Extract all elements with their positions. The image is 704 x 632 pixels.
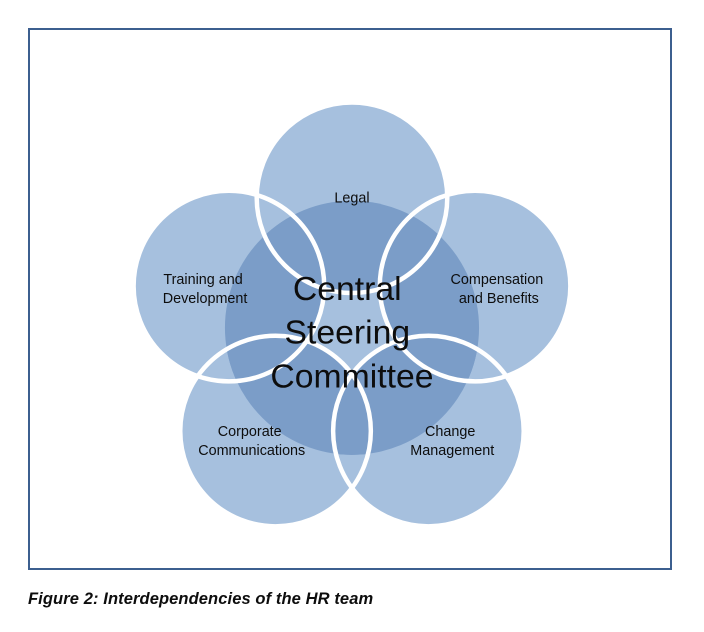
center-hub-label: Central Steering Committee bbox=[270, 270, 433, 395]
petal-label-corporate-communications-line-1: Corporate bbox=[218, 424, 282, 440]
petal-label-training-and-development-line-2: Development bbox=[163, 291, 248, 307]
petal-label-legal-line-1: Legal bbox=[334, 191, 369, 207]
petal-label-compensation-and-benefits: Compensation and Benefits bbox=[451, 272, 548, 307]
petal-label-compensation-and-benefits-line-1: Compensation bbox=[451, 272, 544, 288]
petal-label-corporate-communications-line-2: Communications bbox=[198, 443, 305, 459]
venn-diagram: Legal Compensation and Benefits Change M… bbox=[30, 30, 670, 568]
petal-label-compensation-and-benefits-line-2: and Benefits bbox=[459, 291, 539, 307]
petal-outline-compensation-and-benefits bbox=[377, 188, 573, 384]
petal-labels-layer: Legal Compensation and Benefits Change M… bbox=[163, 191, 548, 459]
petal-outline-legal bbox=[254, 100, 450, 296]
center-hub-label-line-2: Steering bbox=[284, 314, 410, 352]
petal-label-training-and-development-line-1: Training and bbox=[163, 272, 242, 288]
center-hub-label-line-1: Central bbox=[293, 270, 402, 308]
petal-outlines-layer bbox=[131, 100, 573, 529]
petal-outline-training-and-development bbox=[131, 188, 327, 384]
petal-label-corporate-communications: Corporate Communications bbox=[198, 424, 305, 459]
venn-diagram-svg: Legal Compensation and Benefits Change M… bbox=[131, 100, 573, 529]
figure-frame: Legal Compensation and Benefits Change M… bbox=[28, 28, 672, 570]
petal-label-change-management: Change Management bbox=[410, 424, 494, 459]
petal-label-training-and-development: Training and Development bbox=[163, 272, 248, 307]
center-hub-label-line-3: Committee bbox=[270, 357, 433, 395]
petal-label-legal: Legal bbox=[334, 191, 369, 207]
petal-label-change-management-line-1: Change bbox=[425, 424, 475, 440]
petal-label-change-management-line-2: Management bbox=[410, 443, 494, 459]
center-label-layer: Central Steering Committee bbox=[270, 270, 433, 395]
figure-caption: Figure 2: Interdependencies of the HR te… bbox=[28, 590, 374, 608]
petal-outline-corporate-communications bbox=[178, 333, 374, 529]
petal-outline-change-management bbox=[330, 333, 526, 529]
